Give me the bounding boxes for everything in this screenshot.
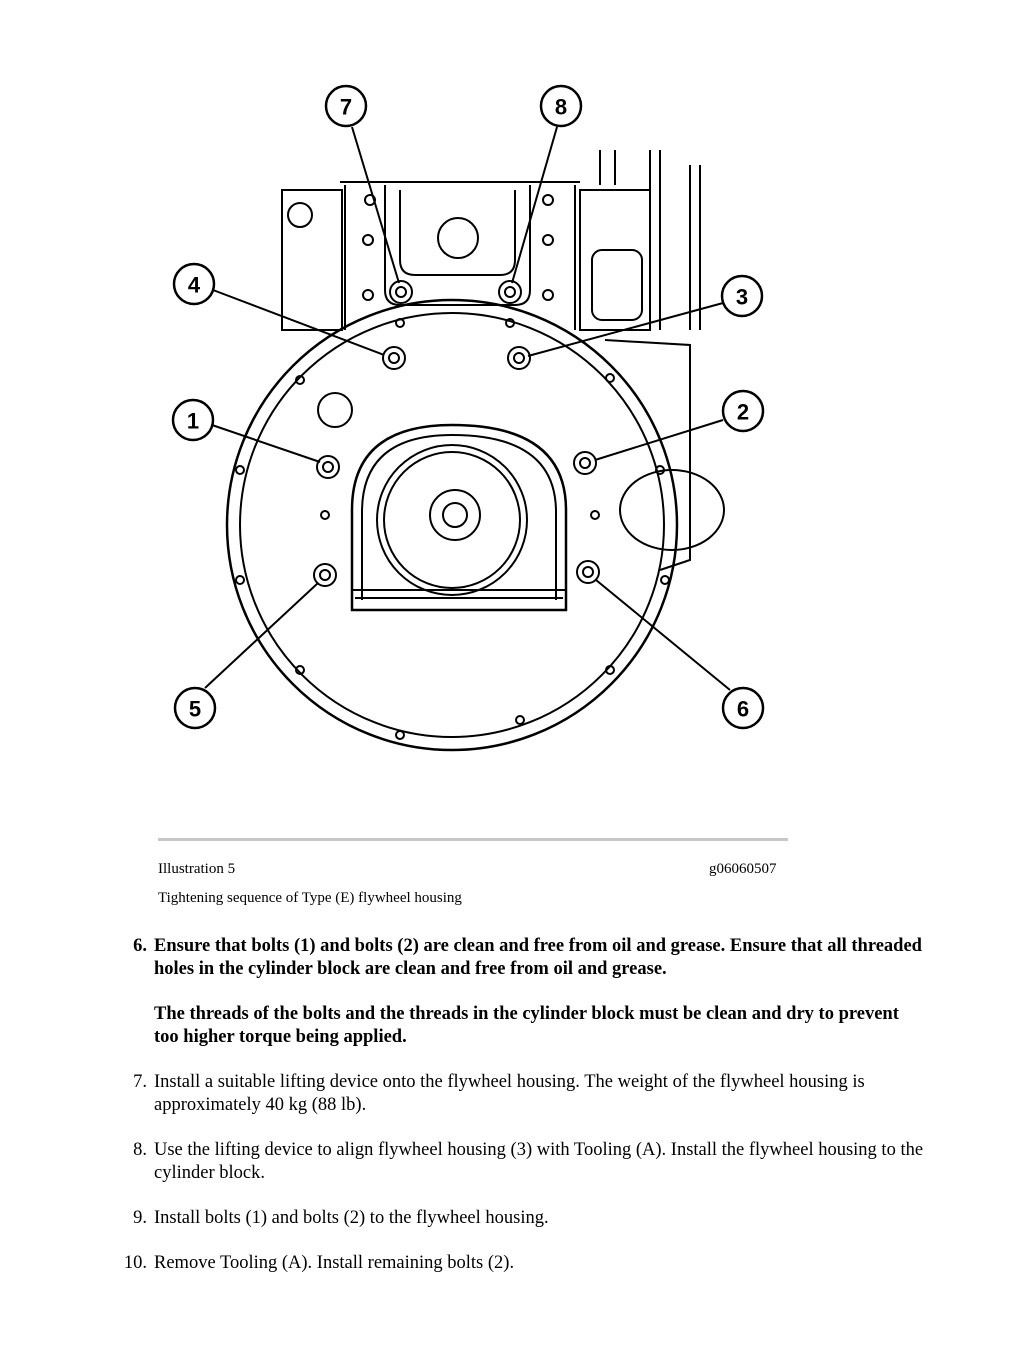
- step-text: Ensure that bolts (1) and bolts (2) are …: [154, 936, 922, 979]
- callout-3: 3: [736, 285, 748, 310]
- caption-divider: [158, 838, 788, 841]
- step-text: Use the lifting device to align flywheel…: [154, 1140, 924, 1183]
- illustration-label: Illustration 5: [158, 861, 236, 877]
- illustration-caption: Tightening sequence of Type (E) flywheel…: [158, 890, 462, 906]
- callout-5: 5: [189, 697, 201, 722]
- step-number: 7.: [133, 1072, 147, 1092]
- step-number: 9.: [133, 1208, 147, 1228]
- illustration-id: g06060507: [709, 861, 777, 877]
- step-text: Remove Tooling (A). Install remaining bo…: [154, 1253, 515, 1273]
- step-warning: The threads of the bolts and the threads…: [154, 1004, 899, 1047]
- step-number: 6.: [133, 936, 147, 956]
- callout-1: 1: [187, 409, 199, 434]
- callout-4: 4: [188, 273, 201, 298]
- callout-6: 6: [737, 697, 749, 722]
- step-number: 8.: [133, 1140, 147, 1160]
- callout-8: 8: [555, 95, 567, 120]
- step-text: Install bolts (1) and bolts (2) to the f…: [154, 1208, 549, 1228]
- step-text: Install a suitable lifting device onto t…: [154, 1072, 865, 1115]
- step-number: 10.: [123, 1253, 147, 1273]
- callout-2: 2: [737, 400, 749, 425]
- callout-7: 7: [340, 95, 352, 120]
- flywheel-housing-illustration: 1 2 3 4 5 6 7 8: [171, 84, 765, 752]
